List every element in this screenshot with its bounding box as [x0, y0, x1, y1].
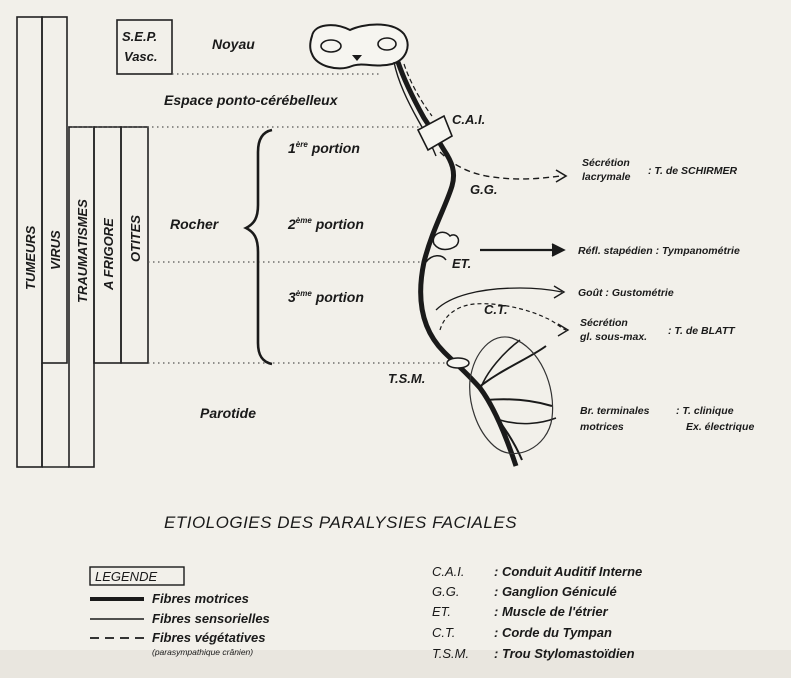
column-virus [41, 16, 68, 364]
label-cai: C.A.I. [452, 112, 485, 127]
legend: LEGENDE Fibres motrices Fibres sensoriel… [89, 566, 270, 657]
sep-label: S.E.P. [122, 29, 157, 44]
portion-3: 3ème portion [288, 289, 364, 305]
label-ct: C.T. [484, 302, 508, 317]
svg-text:: Ganglion Géniculé: : Ganglion Géniculé [494, 584, 617, 599]
svg-text:C.T.: C.T. [432, 625, 455, 640]
svg-text:: T. clinique: : T. clinique [676, 405, 734, 417]
svg-text:gl. sous-max.: gl. sous-max. [579, 331, 647, 343]
rocher-brace [243, 128, 273, 366]
label-traumatismes: TRAUMATISMES [75, 199, 90, 303]
portion-1: 1ère portion [288, 140, 360, 156]
svg-text:C.A.I.: C.A.I. [432, 564, 465, 579]
svg-text:: T. de BLATT: : T. de BLATT [668, 325, 736, 337]
label-virus: VIRUS [48, 230, 63, 270]
column-otites [120, 126, 149, 364]
legend-heading: LEGENDE [95, 569, 157, 584]
label-otites: OTITES [128, 215, 143, 262]
svg-text:2ème portion: 2ème portion [287, 216, 364, 232]
svg-text:3ème portion: 3ème portion [288, 289, 364, 305]
legend-sensorielles: Fibres sensorielles [152, 611, 270, 626]
label-tumeurs: TUMEURS [23, 225, 38, 290]
legend-vegetatives-sub: (parasympathique crânien) [152, 647, 253, 657]
label-noyau: Noyau [212, 36, 255, 52]
noyau-shape [309, 23, 409, 70]
legend-vegetatives: Fibres végétatives [152, 630, 265, 645]
svg-text:: T. de SCHIRMER: : T. de SCHIRMER [648, 165, 737, 177]
label-parotide: Parotide [200, 405, 256, 421]
sep-vasc-box [116, 19, 173, 75]
abbreviations: C.A.I. : Conduit Auditif Interne G.G. : … [432, 564, 642, 661]
svg-text:T.S.M.: T.S.M. [432, 646, 469, 661]
svg-text:ET.: ET. [432, 604, 451, 619]
label-espace-ponto: Espace ponto-cérébelleux [164, 92, 339, 108]
svg-text:: Conduit Auditif Interne: : Conduit Auditif Interne [494, 564, 642, 579]
portion-2: 2ème portion [287, 216, 364, 232]
svg-text:motrices: motrices [580, 421, 624, 433]
secondary-fibers [435, 151, 570, 337]
svg-text:: Muscle de l'étrier: : Muscle de l'étrier [494, 604, 609, 619]
tests: Sécrétion lacrymale : T. de SCHIRMER Réf… [578, 157, 754, 433]
svg-text:Ex. électrique: Ex. électrique [686, 421, 754, 433]
label-rocher: Rocher [170, 216, 220, 232]
level-lines [67, 73, 460, 364]
svg-text:G.G.: G.G. [432, 584, 459, 599]
svg-text:1ère portion: 1ère portion [288, 140, 360, 156]
label-gg: G.G. [470, 182, 497, 197]
svg-text:Sécrétion: Sécrétion [582, 157, 630, 169]
vasc-label: Vasc. [124, 49, 158, 64]
svg-text:Br. terminales: Br. terminales [580, 405, 650, 417]
svg-text:Réfl. stapédien : Tympanométri: Réfl. stapédien : Tympanométrie [578, 245, 740, 257]
svg-text:: Corde du Tympan: : Corde du Tympan [494, 625, 612, 640]
svg-text:: Trou Stylomastoïdien: : Trou Stylomastoïdien [494, 646, 635, 661]
svg-text:Goût : Gustométrie: Goût : Gustométrie [578, 287, 674, 299]
parotid-branches [469, 336, 557, 461]
diagram-title: ETIOLOGIES DES PARALYSIES FACIALES [164, 513, 517, 532]
svg-text:Sécrétion: Sécrétion [580, 317, 628, 329]
label-et: ET. [452, 256, 471, 271]
legend-motrices: Fibres motrices [152, 591, 249, 606]
background-strip [0, 650, 791, 678]
svg-text:lacrymale: lacrymale [582, 171, 631, 183]
etiology-columns: TUMEURS VIRUS TRAUMATISMES A FRIGORE OTI… [16, 16, 149, 468]
label-tsm: T.S.M. [388, 371, 425, 386]
label-a-frigore: A FRIGORE [101, 218, 116, 291]
